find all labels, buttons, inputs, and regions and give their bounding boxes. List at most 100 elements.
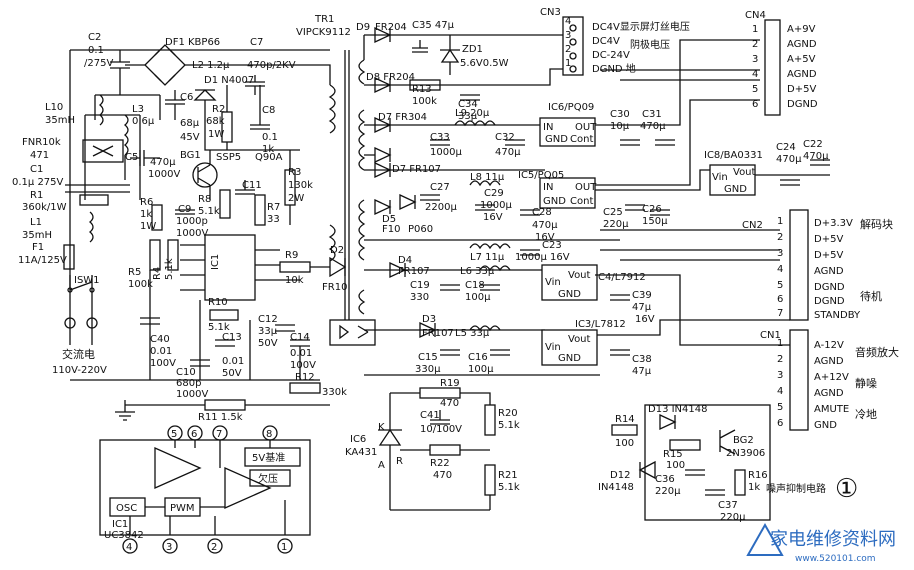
ic4-label: C4/L7912 xyxy=(598,272,646,283)
c9-label: C9 xyxy=(178,204,191,215)
c27-value: 2200μ xyxy=(425,202,457,213)
inset-pin-2: 2 xyxy=(211,542,217,553)
c5-label: C5 xyxy=(125,152,138,163)
ac-voltage-label: 110V-220V xyxy=(52,365,107,376)
d9-label: D9 xyxy=(356,22,370,33)
c2-voltage: /275V xyxy=(84,58,113,69)
cn4-pin-2: 2 xyxy=(752,39,758,50)
cn1-pin-6: 6 xyxy=(777,418,783,429)
r19-value: 470 xyxy=(440,398,459,409)
d2-label: D2 xyxy=(330,245,344,256)
cn3-line-1: DC4V显示屏灯丝电压 xyxy=(592,20,690,33)
f10-label: F10 xyxy=(382,224,400,235)
c16-value: 100μ xyxy=(468,364,494,375)
c12-value: 33μ xyxy=(258,326,278,337)
c30-label: C30 xyxy=(610,109,630,120)
cn2-signal-4: AGND xyxy=(814,266,844,277)
ic3-l7812 xyxy=(541,329,598,366)
r2-watt: 1W xyxy=(208,129,224,140)
cn2-signal-7: STANDBY xyxy=(814,310,861,321)
ic3-gnd-pin: GND xyxy=(558,353,581,364)
d5-label: D5 xyxy=(382,214,396,225)
cn4-label: CN4 xyxy=(745,10,766,21)
primary-section xyxy=(70,44,347,421)
cn4-pin-3: 3 xyxy=(752,54,758,65)
inset-labels: 5 6 7 8 5V基准 欠压 OSC PWM IC1 UC3842 4 3 2… xyxy=(104,425,293,554)
c32-value: 470μ xyxy=(495,147,521,158)
c34-label: C34 xyxy=(458,99,478,110)
c29-voltage: 16V xyxy=(483,212,503,223)
cn4-signal-3: A+5V xyxy=(787,54,816,65)
cn1-tag-mute: 静噪 xyxy=(855,376,877,390)
r13-label: R13 xyxy=(412,84,432,95)
cn2-signal-3: D+5V xyxy=(814,250,843,261)
cn3-line-2: DC4V xyxy=(592,36,620,47)
cn4-signal-5: D+5V xyxy=(787,84,816,95)
c12-label: C12 xyxy=(258,314,278,325)
r15-label: R15 xyxy=(663,449,683,460)
watermark-logo-icon xyxy=(746,522,784,556)
connectors xyxy=(540,16,809,431)
r3-label: R3 xyxy=(288,167,301,178)
mute-circuit xyxy=(611,404,771,521)
d1-label: D1 N4007 xyxy=(204,75,254,86)
fnr-label: FNR10k xyxy=(22,137,61,148)
transformer-tr1 xyxy=(328,50,366,320)
inset-pin-1: 1 xyxy=(281,542,287,553)
connector-labels: CN3 4 3 2 1 DC4V显示屏灯丝电压 DC4V 阴极电压 DC-24V… xyxy=(540,7,899,431)
c8-label: C8 xyxy=(262,105,275,116)
feedback-labels: R19 470 C41 10/100V R20 5.1k R22 470 R21… xyxy=(420,378,520,493)
watermark-text: 家电维修资料网 xyxy=(770,529,896,550)
ic6-pq09-label: IC6/PQ09 xyxy=(548,102,594,113)
c13-value: 0.01 xyxy=(222,356,244,367)
ka431-a-pin: A xyxy=(378,460,385,471)
cn1-label: CN1 xyxy=(760,330,781,341)
fr10-label: FR10 xyxy=(322,282,347,293)
r12-value: 330k xyxy=(322,387,347,398)
cn4-signal-1: A+9V xyxy=(787,24,816,35)
cn2-pin-5: 5 xyxy=(777,280,783,291)
c29-label: C29 xyxy=(484,188,504,199)
c41-label: C41 xyxy=(420,410,440,421)
cn1-pin-1: 1 xyxy=(777,338,783,349)
r7-value: 33 xyxy=(267,214,280,225)
c24-label: C24 xyxy=(776,142,796,153)
c18-label: C18 xyxy=(465,280,485,291)
c41-value: 10/100V xyxy=(420,424,462,435)
switch-label: ISW1 xyxy=(74,275,100,286)
r20-value: 5.1k xyxy=(498,420,520,431)
c2-label: C2 xyxy=(88,32,101,43)
c6-value: 68μ xyxy=(180,118,200,129)
ic8-ba0331 xyxy=(709,164,756,196)
r4-value: 5.1k xyxy=(164,258,175,280)
c9-voltage: 1000V xyxy=(176,228,208,239)
d12-label: D12 xyxy=(610,470,630,481)
ic5-pq05-label: IC5/PQ05 xyxy=(518,170,564,181)
mute-circuit-title: 噪声抑制电路 xyxy=(766,482,826,495)
r14-value: 100 xyxy=(615,438,634,449)
cn2-signal-5: DGND xyxy=(814,282,845,293)
c34-value: 33μ xyxy=(458,111,478,122)
regulators xyxy=(539,39,830,366)
r22-label: R22 xyxy=(430,458,450,469)
d3-part: FR107 xyxy=(422,328,454,339)
d4-label: D4 xyxy=(398,255,412,266)
c32-label: C32 xyxy=(495,132,515,143)
figure-number: ① xyxy=(835,474,858,504)
c31-label: C31 xyxy=(642,109,662,120)
c15-label: C15 xyxy=(418,352,438,363)
r9-label: R9 xyxy=(285,250,298,261)
r15-value: 100 xyxy=(666,460,685,471)
r16-value: 1k xyxy=(748,482,760,493)
r6-watt: 1W xyxy=(140,221,156,232)
cn2-label: CN2 xyxy=(742,220,763,231)
cn1-signal-5: AMUTE xyxy=(814,404,849,415)
ic6-pq09 xyxy=(539,117,596,147)
cn3-body xyxy=(562,16,584,76)
r10-value: 5.1k xyxy=(208,322,230,333)
c6-voltage: 45V xyxy=(180,132,200,143)
mains-labels: C2 0.1 /275V L10 35mH FNR10k 471 C1 0.1μ… xyxy=(12,32,113,376)
r1-label: R1 xyxy=(30,190,43,201)
bg2-label: BG2 xyxy=(733,435,754,446)
c8-value: 0.1 xyxy=(262,132,278,143)
